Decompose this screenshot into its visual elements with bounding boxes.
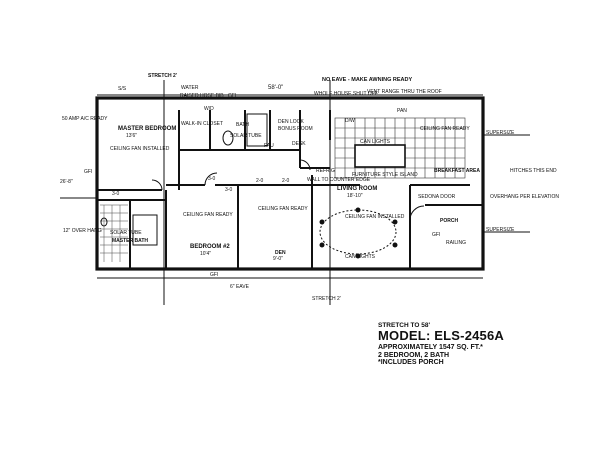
bonus-room-label: BONUS ROOM bbox=[278, 126, 313, 132]
gfi-left-label: GFI bbox=[84, 169, 92, 175]
exterior-walls bbox=[95, 94, 485, 271]
door-3-0-c: 3-0 bbox=[225, 187, 232, 193]
interior-walls bbox=[97, 110, 483, 269]
electrical-label: 50 AMP A/C READY bbox=[62, 116, 108, 122]
hitches-label: HITCHES THIS END bbox=[510, 168, 557, 174]
breakfast-area-label: BREAKFAST AREA bbox=[434, 168, 480, 174]
dim-left-label: 26'-8" bbox=[60, 179, 73, 185]
den-label: DEN bbox=[275, 250, 286, 256]
desk-label: DESK bbox=[292, 141, 306, 147]
can-light-dots bbox=[319, 207, 398, 259]
refrig-label: REFRIG bbox=[316, 168, 335, 174]
master-bedroom-size: 13'6" bbox=[126, 133, 137, 139]
railing-label: RAILING bbox=[446, 240, 466, 246]
door-2-0-a: 2-0 bbox=[256, 178, 263, 184]
overhang-left-label: 12" OVER HANG bbox=[63, 228, 102, 234]
water-label: WATER bbox=[181, 85, 199, 91]
hall-bath-fixtures bbox=[100, 113, 268, 246]
wall-counter-label: WALL TO COUNTER EDGE bbox=[307, 177, 371, 183]
gfi-top-label: GFI bbox=[228, 93, 236, 99]
solar-tube-label: SOLAR TUBE bbox=[230, 133, 262, 139]
walk-in-closet-label: WALK-IN CLOSET bbox=[181, 121, 223, 127]
door-3-0-b: 3-0 bbox=[208, 176, 215, 182]
porch-label: PORCH bbox=[440, 218, 458, 224]
door-3-0-a: 3-0 bbox=[112, 191, 119, 197]
living-room-label: LIVING ROOM bbox=[337, 186, 377, 192]
den-size: 9'-0" bbox=[273, 256, 283, 262]
master-bath-tiles bbox=[100, 204, 128, 262]
bath-label: BATH bbox=[236, 122, 249, 128]
fau-label: FAU bbox=[264, 143, 274, 149]
stretch-markers bbox=[60, 80, 530, 305]
bedroom2-label: BEDROOM #2 bbox=[190, 244, 230, 250]
can-lights-label: CAN LIGHTS bbox=[360, 139, 391, 145]
supersize-label: SUPERSIZE bbox=[486, 130, 515, 136]
ceiling-fan-den: CEILING FAN READY bbox=[258, 206, 308, 212]
gfi-porch-label: GFI bbox=[432, 232, 440, 238]
door-swings bbox=[151, 159, 425, 221]
wd-label: W/D bbox=[204, 106, 214, 112]
supersize2-label: SUPERSIZE bbox=[486, 227, 515, 233]
master-bedroom-label: MASTER BEDROOM bbox=[118, 126, 176, 132]
door-2-0-b: 2-0 bbox=[282, 178, 289, 184]
stretch-note: STRETCH TO 58' bbox=[378, 322, 430, 329]
vent-range-label: VENT RANGE THRU THE ROOF bbox=[367, 89, 442, 95]
overhang-label: OVERHANG PER ELEVATION bbox=[490, 194, 559, 200]
dimension-top-label: 58'-0" bbox=[268, 85, 283, 91]
stretch-bottom-label: STRETCH 2' bbox=[312, 296, 341, 302]
ceiling-fan-master: CEILING FAN INSTALLED bbox=[110, 146, 170, 152]
square-footage: APPROXIMATELY 1547 SQ. FT.* bbox=[378, 343, 483, 351]
eave-bottom-label: 6" EAVE bbox=[230, 284, 250, 290]
model-title: MODEL: ELS-2456A bbox=[378, 328, 505, 344]
gfi-bottom-label: GFI bbox=[210, 272, 218, 278]
sedona-door-label: SEDONA DOOR bbox=[418, 194, 456, 200]
bedroom2-size: 10'4" bbox=[200, 251, 211, 257]
ceiling-fan-b2: CEILING FAN READY bbox=[183, 212, 233, 218]
den-look-label: DEN LOOK bbox=[278, 119, 305, 125]
ss-label: S/S bbox=[118, 86, 127, 92]
living-room-size: 18'-10" bbox=[347, 193, 363, 199]
solar-tube2-label: SOLAR TUBE bbox=[110, 230, 142, 236]
kitchen-island bbox=[354, 144, 406, 168]
master-bath-label: MASTER BATH bbox=[112, 238, 148, 244]
stretch-top-label: STRETCH 2' bbox=[148, 73, 177, 79]
ceiling-fan-lr: CEILING FAN INSTALLED bbox=[345, 214, 405, 220]
can-lights-lr: CAN LIGHTS bbox=[345, 254, 376, 260]
dw-label: D/W bbox=[345, 118, 355, 124]
living-room-light-circle bbox=[319, 209, 397, 255]
porch-note: *INCLUDES PORCH bbox=[378, 359, 444, 367]
ceiling-fan-kitchen: CEILING FAN READY bbox=[420, 126, 470, 132]
hose-bib-label: RAISED HOSE BIB bbox=[180, 93, 224, 99]
pan-label: PAN bbox=[397, 108, 407, 114]
no-eave-label: NO EAVE - MAKE AWNING READY bbox=[322, 77, 412, 83]
island-label: FURNITURE STYLE ISLAND bbox=[352, 172, 418, 178]
model-caption: STRETCH TO 58' MODEL: ELS-2456A APPROXIM… bbox=[378, 322, 593, 367]
whole-house-label: WHOLE HOUSE SHUT OFF bbox=[314, 91, 378, 97]
bed-bath-count: 2 BEDROOM, 2 BATH bbox=[378, 351, 450, 359]
